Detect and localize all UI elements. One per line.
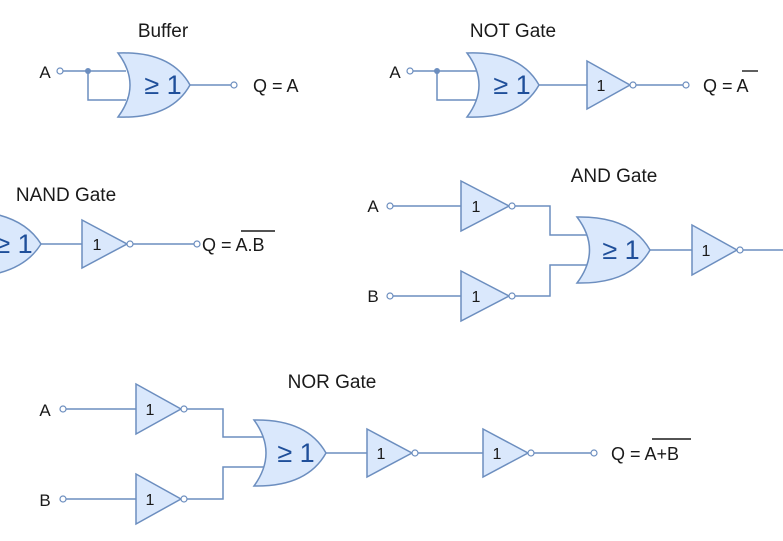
and-input-a-label: A [367,197,379,216]
buffer-input-a-label: A [39,63,51,82]
not-output-prefix: Q = [703,76,737,96]
nor-output-terminal [590,449,598,457]
nor-inverter-a-label: 1 [146,402,155,419]
not-or-gate-label: ≥ 1 [493,70,530,100]
and-input-a-terminal [386,202,394,210]
buffer-input-a-terminal [56,67,64,75]
and-inverter-b-label: 1 [472,289,481,306]
buffer-or-gate [116,52,191,118]
and-inverter-a-bubble [508,202,516,210]
not-inverter-label: 1 [597,78,606,95]
nand-inverter-bubble [126,240,134,248]
nor-or-gate [252,419,327,487]
nor-inverter-2-gate [482,427,530,479]
buffer-or-gate-label: ≥ 1 [144,70,181,100]
buffer-feedback-wire [87,71,126,101]
nor-input-b-terminal [59,495,67,503]
and-title: AND Gate [571,166,658,187]
buffer-junction-dot [85,68,91,74]
nor-inverter-1-gate [366,427,414,479]
not-feedback-wire [436,71,476,101]
nand-or-gate-label: ≥ 1 [0,229,33,259]
nand-or-gate [0,214,42,274]
and-inverter-b-gate [460,269,511,323]
nor-input-a-label: A [39,401,51,420]
buffer-output-equation: Q = A [253,76,299,96]
nor-inverter-a-bubble [180,405,188,413]
nor-inverter-a-gate [135,382,183,436]
buffer-output-prefix: Q = [253,76,287,96]
buffer-circuit: Buffer A ≥ 1 Q = A [39,21,299,118]
not-output-equation: Q = A [703,76,749,96]
and-inverter-a-gate [460,179,511,233]
nor-inverter-1-bubble [411,449,419,457]
nand-inverter-label: 1 [93,237,102,254]
nor-or-gate-label: ≥ 1 [277,438,314,468]
buffer-title: Buffer [138,21,189,42]
not-inverter-bubble [629,81,637,89]
not-output-terminal [682,81,690,89]
not-or-gate [465,52,540,118]
nor-title: NOR Gate [288,372,377,393]
nor-output-prefix: Q = [611,444,645,464]
and-or-gate-label: ≥ 1 [602,235,639,265]
not-input-a-terminal [406,67,414,75]
and-inverter-b-out-wire [515,264,594,297]
not-input-a-label: A [389,63,401,82]
nand-output-prefix: Q = [202,235,236,255]
and-output-inverter-gate [691,223,739,277]
and-circuit: AND Gate A 1 B 1 ≥ 1 1 [367,166,783,323]
and-output-inverter-bubble [736,246,744,254]
not-inverter-gate [586,59,632,111]
nor-inverter-b-bubble [180,495,188,503]
nor-inverter-b-label: 1 [146,492,155,509]
nor-inverter-a-out-wire [187,408,268,438]
nand-output-negated: A.B [236,235,265,255]
nor-inverter-2-bubble [527,449,535,457]
buffer-output-value: A [287,76,299,96]
nor-input-a-terminal [59,405,67,413]
buffer-output-terminal [230,81,238,89]
nor-input-b-label: B [39,491,50,510]
and-inverter-b-bubble [508,292,516,300]
not-junction-dot [434,68,440,74]
and-input-b-terminal [386,292,394,300]
nor-output-equation: Q = A+B [611,444,679,464]
nand-output-equation: Q = A.B [202,235,265,255]
not-output-negated: A [737,76,749,96]
nand-title: NAND Gate [16,185,116,206]
nor-circuit: NOR Gate A 1 B 1 ≥ 1 1 1 Q = A+B [39,372,691,526]
not-circuit: NOT Gate A ≥ 1 1 Q = A [389,21,758,118]
nor-output-negated: A+B [645,444,680,464]
nand-inverter-gate [81,218,129,270]
nand-output-terminal [193,240,201,248]
and-output-inverter-label: 1 [702,243,711,260]
nor-inverter-1-label: 1 [377,446,386,463]
and-inverter-a-label: 1 [472,199,481,216]
nor-inverter-b-out-wire [187,466,268,500]
nand-circuit: NAND Gate ≥ 1 1 Q = A.B [0,185,275,274]
nor-inverter-b-gate [135,472,183,526]
and-or-gate [575,216,651,284]
and-inverter-a-out-wire [515,205,594,236]
nor-inverter-2-label: 1 [493,446,502,463]
not-title: NOT Gate [470,21,556,42]
and-input-b-label: B [367,287,378,306]
